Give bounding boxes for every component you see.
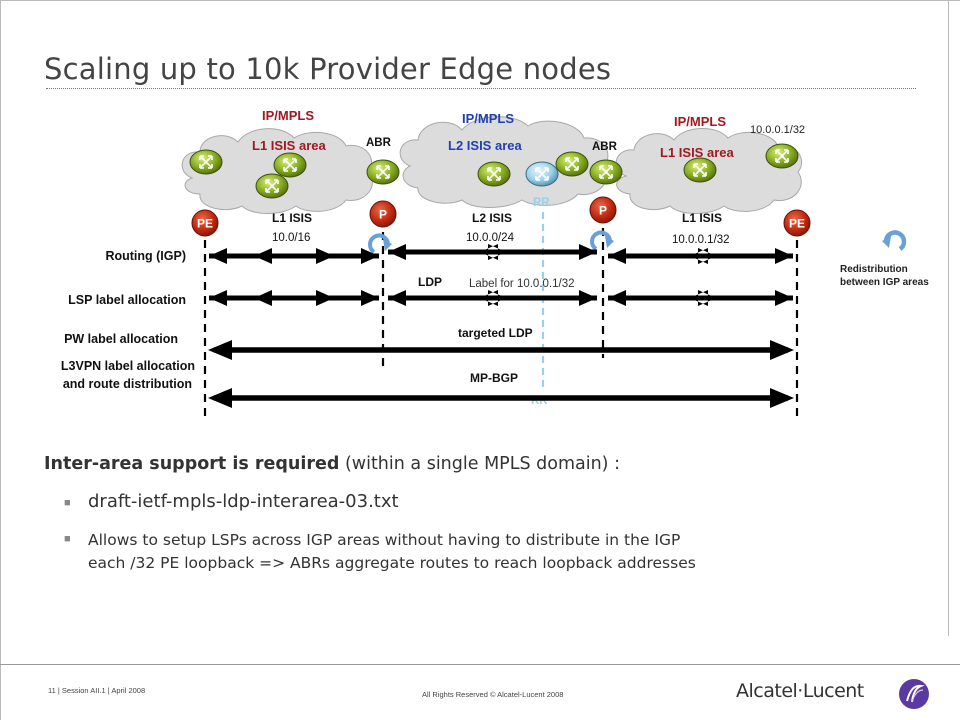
segment-right-prefix: 10.0.0.1/32	[672, 234, 730, 246]
routing-arrow-head	[209, 248, 379, 264]
bullet-marker: ■	[64, 533, 71, 545]
alcatel-lucent-swirl-icon	[899, 679, 929, 709]
row-label-routing: Routing (IGP)	[105, 249, 186, 263]
segment-center-protocol: L2 ISIS	[472, 211, 512, 225]
legend-line1: Redistribution	[840, 264, 908, 275]
pw-row-arrow	[208, 340, 794, 360]
segment-left-prefix: 10.0/16	[272, 232, 310, 244]
footer-left: 11 | Session AII.1 | April 2008	[48, 686, 146, 695]
cloud-right-area-label: L1 ISIS area	[660, 145, 734, 160]
mp-bgp-label: MP-BGP	[470, 371, 518, 385]
abr-router-icon	[366, 159, 400, 185]
pe-right-node: PE	[783, 209, 811, 237]
p-right-label: P	[599, 204, 607, 218]
router-icon	[255, 173, 289, 199]
routing-row-arrows	[209, 244, 793, 264]
alcatel-lucent-logo: Alcatel·Lucent	[736, 680, 864, 702]
frame-left-line	[0, 0, 1, 720]
pe-left-label: PE	[197, 217, 213, 231]
bullet-explanation: Allows to setup LSPs across IGP areas wi…	[88, 529, 696, 575]
cloud-right-top-label: IP/MPLS	[674, 114, 726, 129]
row-label-l3vpn-2: and route distribution	[63, 377, 192, 391]
p-left-label: P	[379, 208, 387, 222]
mpbgp-row-arrow	[208, 388, 794, 408]
bullet-explanation-line1: Allows to setup LSPs across IGP areas wi…	[88, 531, 681, 549]
router-icon	[555, 151, 589, 177]
abr-left-label: ABR	[366, 137, 392, 149]
cloud-left-area-label: L1 ISIS area	[252, 138, 326, 153]
targeted-ldp-label: targeted LDP	[458, 326, 533, 340]
routing-arrow-head	[608, 248, 793, 264]
p-right-node: P	[589, 196, 617, 224]
network-diagram: IP/MPLS L1 ISIS area IP/MPLS L2 ISIS are…	[61, 108, 929, 420]
pe-left-node: PE	[191, 209, 219, 237]
lsp-row-arrows	[209, 290, 793, 306]
router-icon	[189, 149, 223, 175]
row-label-pw: PW label allocation	[64, 332, 178, 346]
lsp-arrow-head	[608, 290, 793, 306]
ldp-note: Label for 10.0.0.1/32	[469, 278, 575, 290]
p-left-node: P	[369, 200, 397, 228]
router-icon	[683, 157, 717, 183]
rr-top-label: RR	[533, 197, 550, 209]
pe-right-label: PE	[789, 217, 805, 231]
bullet-explanation-line2: each /32 PE loopback => ABRs aggregate r…	[88, 554, 696, 572]
lead-bold: Inter-area support is required	[44, 454, 340, 474]
footer-center: All Rights Reserved © Alcatel-Lucent 200…	[422, 690, 564, 699]
segment-center-prefix: 10.0.0/24	[466, 232, 515, 244]
abr-right-label: ABR	[592, 141, 618, 153]
loopback-label: 10.0.0.1/32	[750, 124, 805, 136]
row-label-l3vpn-1: L3VPN label allocation	[61, 359, 195, 373]
lead-sentence: Inter-area support is required (within a…	[44, 454, 620, 474]
router-icon	[273, 152, 307, 178]
lead-rest: (within a single MPLS domain) :	[339, 454, 620, 474]
row-label-lsp: LSP label allocation	[68, 293, 186, 307]
router-icon	[477, 161, 511, 187]
frame-right-line	[948, 0, 949, 636]
lsp-arrow-head	[209, 290, 379, 306]
frame-bottom-line	[0, 664, 960, 665]
segment-left-protocol: L1 ISIS	[272, 211, 312, 225]
abr-router-icon	[589, 159, 623, 185]
slide-title: Scaling up to 10k Provider Edge nodes	[44, 52, 612, 86]
cloud-center-area-label: L2 ISIS area	[448, 138, 522, 153]
redistribution-arrow-icon	[368, 233, 392, 254]
rr-router-icon	[525, 161, 559, 187]
bullet-draft: draft-ietf-mpls-ldp-interarea-03.txt	[88, 491, 399, 512]
legend-line2: between IGP areas	[840, 277, 929, 288]
redistribution-arrow-icon	[590, 230, 614, 251]
router-icon	[765, 143, 799, 169]
cloud-center-top-label: IP/MPLS	[462, 111, 514, 126]
ldp-label: LDP	[418, 275, 442, 289]
segment-right-protocol: L1 ISIS	[682, 211, 722, 225]
legend-redistribution-icon	[882, 230, 907, 251]
frame-top-line	[0, 0, 960, 1]
cloud-left-top-label: IP/MPLS	[262, 108, 314, 123]
title-underline	[46, 88, 916, 89]
bullet-marker: ■	[64, 497, 71, 509]
